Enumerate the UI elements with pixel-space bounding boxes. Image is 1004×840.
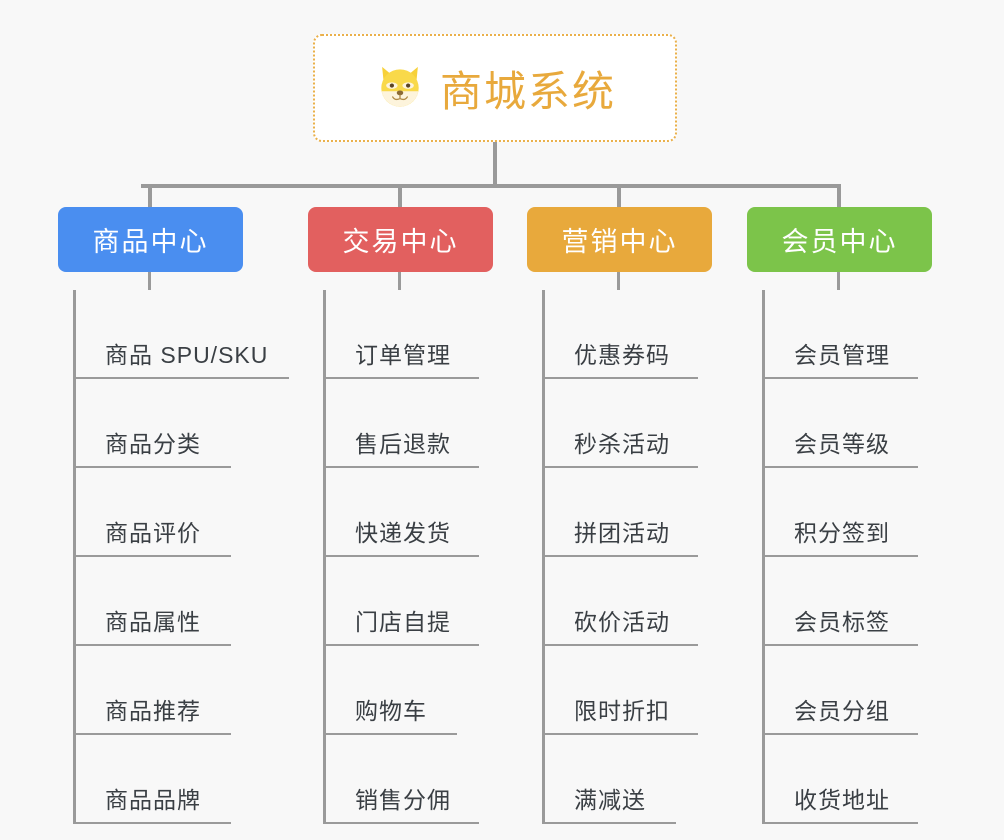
leaf-underline: [323, 644, 479, 646]
leaf-label: 会员等级: [794, 431, 890, 457]
leaf-underline: [542, 377, 698, 379]
leaf-label: 购物车: [355, 698, 427, 724]
leaf-label: 商品分类: [105, 431, 201, 457]
leaf-underline: [762, 377, 918, 379]
leaf-label: 满减送: [574, 787, 646, 813]
leaf-label: 会员标签: [794, 609, 890, 635]
category-header-marketing-center[interactable]: 营销中心: [527, 207, 712, 272]
horizontal-bus-connector: [141, 184, 841, 188]
leaf-label: 收货地址: [794, 787, 890, 813]
leaf-underline: [762, 733, 918, 735]
header-stub-3: [617, 272, 620, 290]
leaf-underline: [73, 555, 231, 557]
header-stub-1: [148, 272, 151, 290]
leaf-label: 商品属性: [105, 609, 201, 635]
leaf-label: 门店自提: [355, 609, 451, 635]
leaf-label: 商品推荐: [105, 698, 201, 724]
leaf-label: 砍价活动: [574, 609, 670, 635]
leaf-label: 限时折扣: [574, 698, 670, 724]
leaf-label: 积分签到: [794, 520, 890, 546]
category-header-product-center[interactable]: 商品中心: [58, 207, 243, 272]
leaf-spine-3: [542, 290, 545, 824]
leaf-spine-4: [762, 290, 765, 824]
leaf-underline: [762, 822, 918, 824]
drop-connector-4: [837, 184, 841, 209]
leaf-underline: [762, 555, 918, 557]
root-trunk-connector: [493, 142, 497, 186]
category-header-member-center[interactable]: 会员中心: [747, 207, 932, 272]
leaf-underline: [73, 644, 231, 646]
leaf-label: 秒杀活动: [574, 431, 670, 457]
leaf-underline: [73, 822, 231, 824]
leaf-underline: [73, 377, 289, 379]
leaf-underline: [73, 466, 231, 468]
leaf-underline: [542, 733, 698, 735]
leaf-label: 快递发货: [355, 520, 451, 546]
category-header-label: 交易中心: [342, 227, 459, 257]
leaf-underline: [323, 377, 479, 379]
leaf-spine-1: [73, 290, 76, 824]
drop-connector-2: [398, 184, 402, 209]
leaf-label: 拼团活动: [574, 520, 670, 546]
leaf-label: 会员分组: [794, 698, 890, 724]
leaf-underline: [542, 822, 676, 824]
leaf-label: 优惠券码: [574, 342, 670, 368]
root-node[interactable]: 商城系统: [313, 34, 677, 142]
leaf-label: 售后退款: [355, 431, 451, 457]
leaf-underline: [542, 555, 698, 557]
dog-face-icon: [374, 62, 426, 114]
leaf-underline: [542, 644, 698, 646]
category-header-label: 会员中心: [781, 227, 898, 257]
category-header-trade-center[interactable]: 交易中心: [308, 207, 493, 272]
leaf-label: 商品评价: [105, 520, 201, 546]
leaf-underline: [762, 644, 918, 646]
leaf-underline: [323, 466, 479, 468]
leaf-label: 商品品牌: [105, 787, 201, 813]
leaf-label: 销售分佣: [355, 787, 451, 813]
drop-connector-1: [148, 184, 152, 209]
leaf-underline: [323, 822, 479, 824]
leaf-underline: [73, 733, 231, 735]
header-stub-4: [837, 272, 840, 290]
drop-connector-3: [617, 184, 621, 209]
header-stub-2: [398, 272, 401, 290]
leaf-underline: [762, 466, 918, 468]
leaf-label: 订单管理: [355, 342, 451, 368]
leaf-spine-2: [323, 290, 326, 824]
category-header-label: 商品中心: [92, 227, 209, 257]
leaf-label: 商品 SPU/SKU: [105, 342, 269, 368]
leaf-underline: [323, 555, 479, 557]
root-title: 商城系统: [439, 67, 616, 115]
leaf-underline: [542, 466, 698, 468]
category-header-label: 营销中心: [561, 227, 678, 257]
leaf-underline: [323, 733, 457, 735]
leaf-label: 会员管理: [794, 342, 890, 368]
